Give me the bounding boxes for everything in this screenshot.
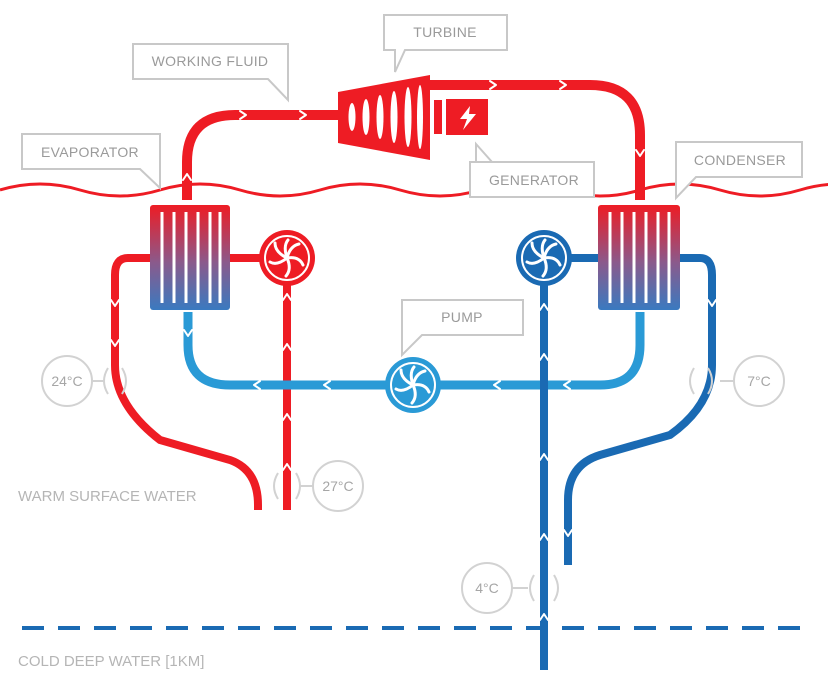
temp-cold-intake: 4°C xyxy=(475,580,499,596)
generator-label: GENERATOR xyxy=(489,172,579,188)
temp-condenser-outlet: 7°C xyxy=(747,373,771,389)
flow-arrows xyxy=(110,80,717,621)
sea-surface-line xyxy=(0,182,828,198)
generator-callout xyxy=(469,141,595,198)
turbine xyxy=(338,75,442,160)
condenser-label: CONDENSER xyxy=(694,152,786,168)
warm-surface-water-label: WARM SURFACE WATER xyxy=(18,488,197,505)
working-fluid-callout xyxy=(132,43,289,103)
cold-water-loop xyxy=(540,254,716,670)
turbine-label: TURBINE xyxy=(413,24,477,40)
warm-water-pump xyxy=(259,230,315,286)
generator xyxy=(446,99,488,135)
working-fluid-label: WORKING FLUID xyxy=(152,53,269,69)
working-fluid-pump xyxy=(385,357,441,413)
cold-deep-water-label: COLD DEEP WATER [1KM] xyxy=(18,653,204,670)
working-fluid-liquid-loop xyxy=(183,312,645,390)
evaporator-label: EVAPORATOR xyxy=(41,144,139,160)
lightning-icon xyxy=(460,106,476,130)
pump-label: PUMP xyxy=(441,309,483,325)
condenser-exchanger xyxy=(598,205,680,310)
turbine-callout xyxy=(383,14,508,73)
cold-water-pump xyxy=(516,230,572,286)
temp-evaporator-outlet: 24°C xyxy=(51,373,82,389)
working-fluid-vapor-loop xyxy=(182,80,645,200)
pump-callout xyxy=(401,299,524,358)
evaporator-callout xyxy=(21,133,161,191)
evaporator-exchanger xyxy=(150,205,230,310)
condenser-callout xyxy=(675,141,803,201)
temp-warm-intake: 27°C xyxy=(322,478,353,494)
warm-water-loop xyxy=(111,254,291,510)
